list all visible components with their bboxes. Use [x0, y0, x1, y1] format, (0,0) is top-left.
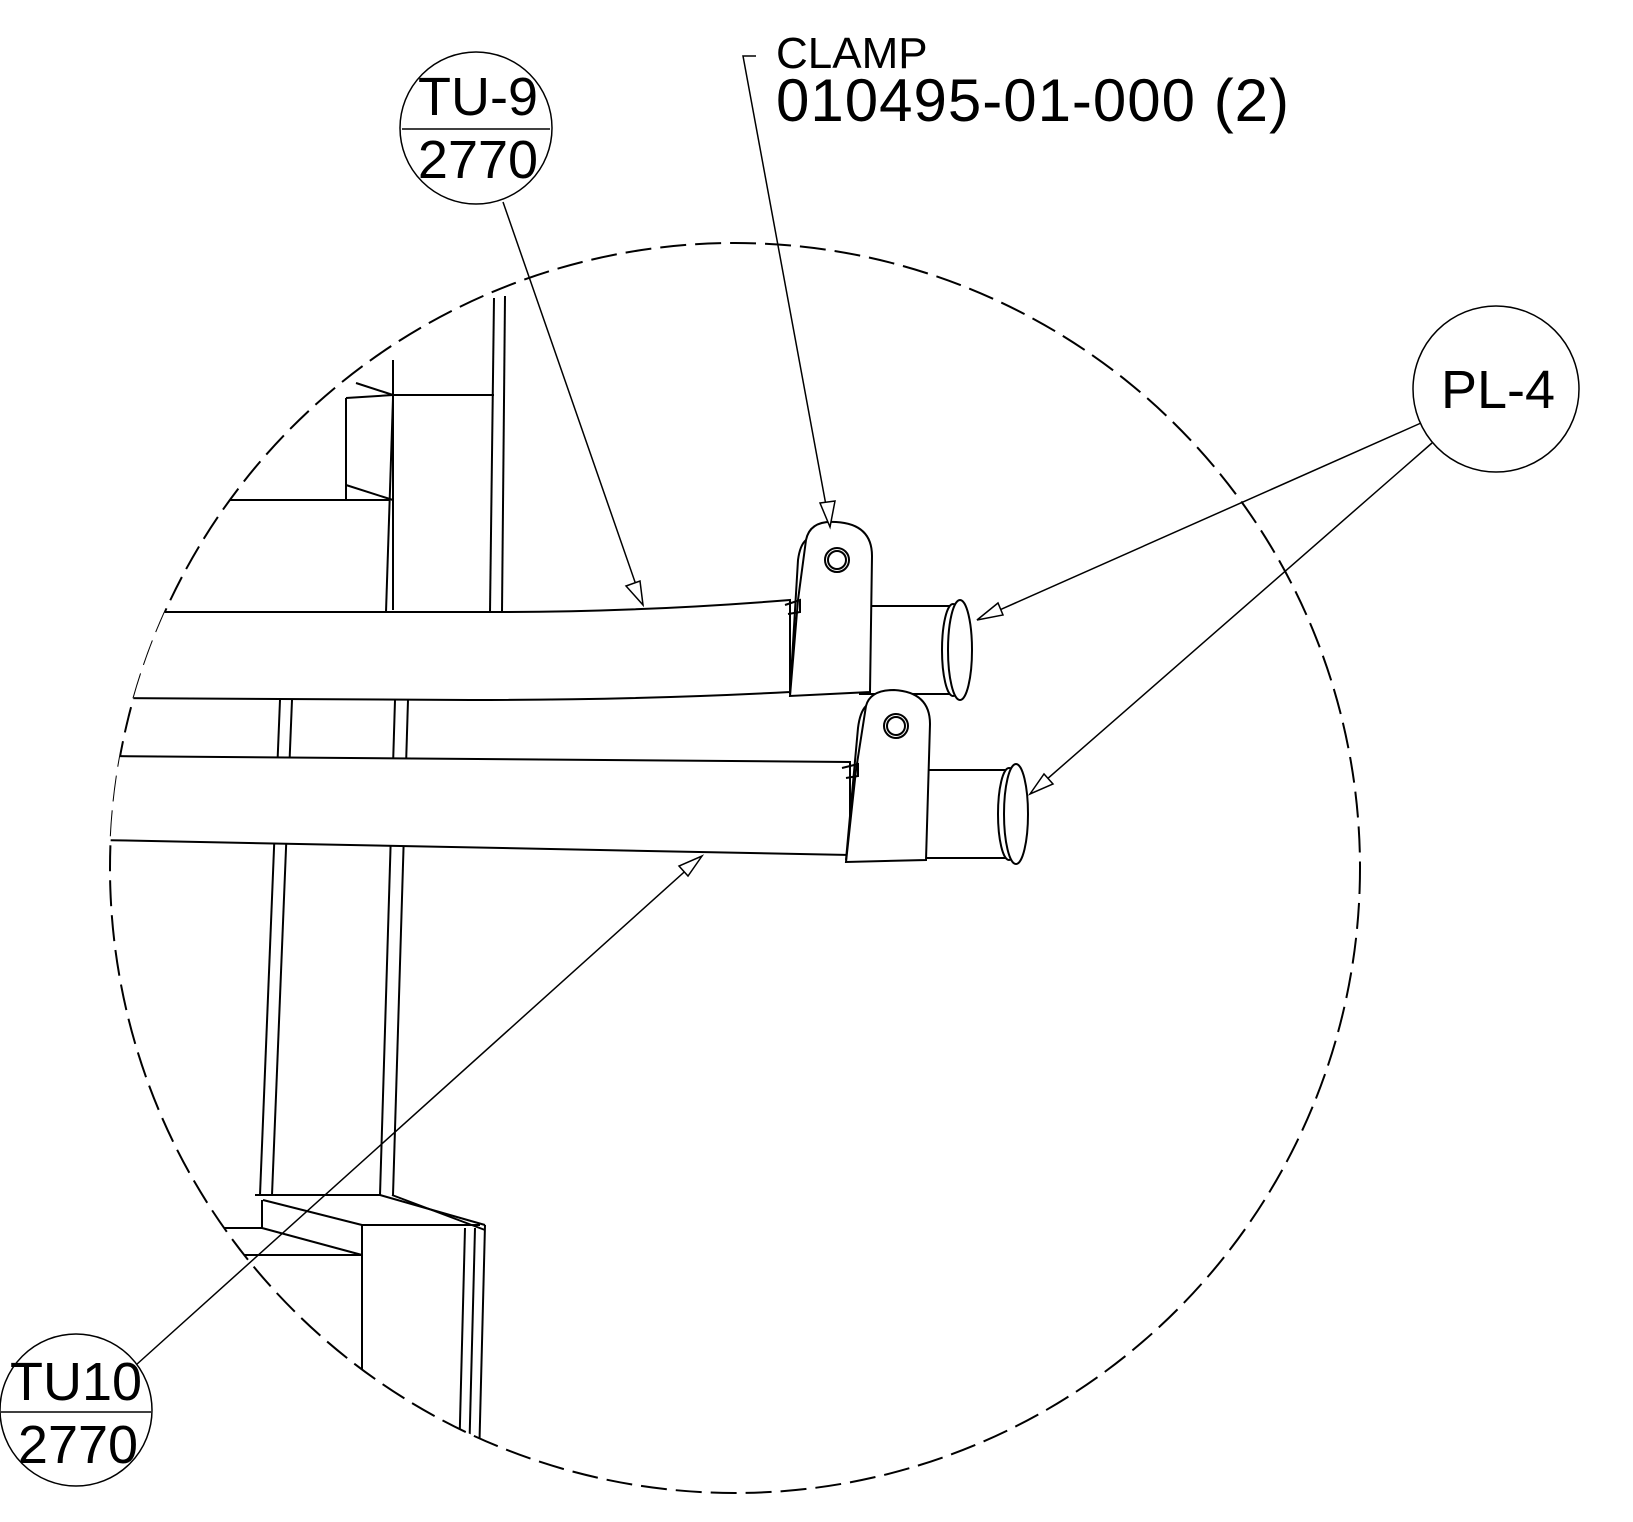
lower-clamp — [841, 688, 932, 864]
balloon-pl4: PL-4 — [1412, 305, 1580, 473]
leader-lines — [135, 55, 1433, 1366]
arrowhead-clamp — [818, 500, 836, 530]
balloon-tu9-bottom: 2770 — [418, 130, 538, 190]
leader-tu10 — [135, 855, 703, 1366]
clamp-note: CLAMP 010495-01-000 (2) — [776, 29, 1290, 134]
leader-clamp — [742, 55, 831, 528]
upper-clamp — [784, 520, 874, 698]
arrowhead-tu9 — [624, 579, 645, 608]
lower-horizontal-tube — [110, 754, 851, 857]
upper-frame-tube — [220, 295, 506, 613]
leader-pl4-upper — [976, 422, 1422, 621]
balloon-pl4-label: PL-4 — [1441, 360, 1555, 420]
upper-pipe-end — [859, 599, 973, 701]
balloon-tu10-bottom: 2770 — [18, 1415, 138, 1475]
frame-geometry — [110, 295, 851, 1493]
clamp-note-part-number: 010495-01-000 (2) — [776, 67, 1290, 134]
balloon-tu9: TU-9 2770 — [399, 51, 553, 205]
lower-pipe-end — [914, 763, 1029, 865]
arrowhead-tu10 — [677, 854, 705, 878]
clamp-note-title: CLAMP — [776, 29, 928, 78]
arrowhead-pl4-lower — [1027, 772, 1055, 796]
balloon-tu10: TU10 2770 — [0, 1333, 153, 1487]
upper-horizontal-tube — [110, 598, 791, 702]
detail-boundary-circle — [109, 242, 1361, 1494]
arrowhead-pl4-upper — [976, 601, 1005, 621]
leader-tu9 — [502, 201, 644, 606]
balloon-tu10-top: TU10 — [10, 1352, 142, 1412]
arrowheads — [624, 500, 1055, 878]
balloon-tu9-top: TU-9 — [418, 67, 538, 127]
leader-pl4-lower — [1029, 442, 1433, 795]
